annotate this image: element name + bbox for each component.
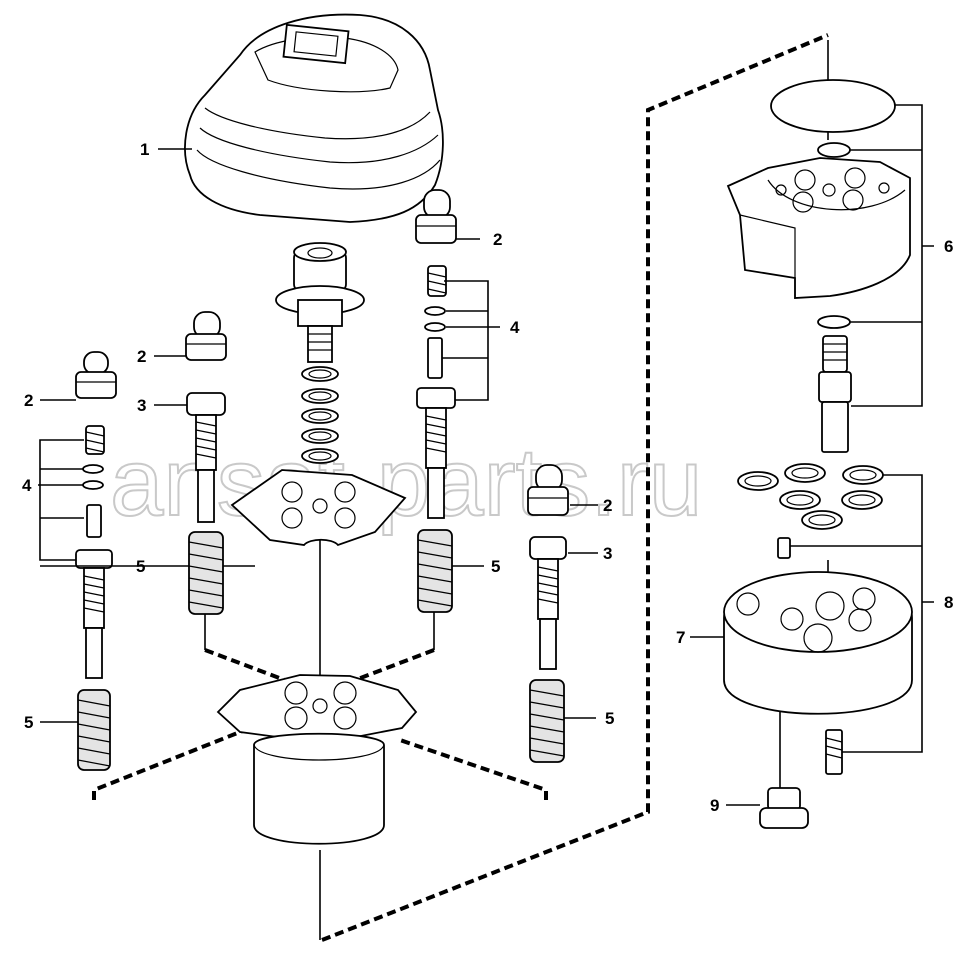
label-2-center-right: 2 (493, 230, 502, 249)
callout-leaders (38, 104, 934, 806)
plunger-assembly-right (527, 464, 569, 763)
central-plunger (275, 242, 365, 363)
label-8: 8 (944, 593, 953, 612)
label-9: 9 (710, 796, 719, 815)
boot-part (184, 13, 444, 223)
plunger-assembly-far-left (75, 351, 117, 771)
guide-plate (230, 469, 407, 547)
plug-part (759, 787, 809, 829)
label-5-right: 5 (605, 709, 614, 728)
label-7: 7 (676, 628, 685, 647)
label-5-center-right: 5 (491, 557, 500, 576)
o-ring-set (737, 463, 884, 530)
central-seal-rings (301, 366, 339, 464)
label-2-far-left: 2 (24, 391, 33, 410)
part-number-labels: 1 2 2 2 2 3 3 4 4 5 5 5 5 6 7 8 9 (22, 140, 953, 815)
plunger-assembly-center-right (415, 189, 457, 613)
label-3-left: 3 (137, 396, 146, 415)
assembly-dashed-lines (92, 33, 829, 942)
socket-screw (825, 729, 843, 775)
plunger-assembly-left (185, 311, 227, 615)
label-1: 1 (140, 140, 149, 159)
label-5-far-left: 5 (24, 713, 33, 732)
label-2-left: 2 (137, 347, 146, 366)
distribution-block (723, 537, 913, 715)
label-4-right: 4 (510, 318, 520, 337)
label-5-left: 5 (136, 557, 145, 576)
label-3-right: 3 (603, 544, 612, 563)
label-6: 6 (944, 237, 953, 256)
label-2-right: 2 (603, 496, 612, 515)
valve-body-assembly (726, 79, 911, 453)
bottom-housing (216, 674, 418, 845)
label-4-left: 4 (22, 476, 32, 495)
